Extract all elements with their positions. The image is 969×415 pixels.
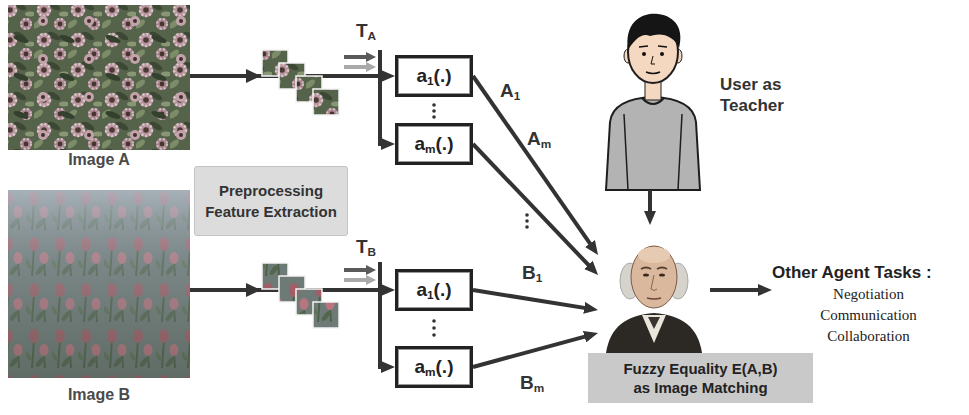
function-box: a1(.) [395, 269, 473, 311]
image-panel: Image B [8, 190, 190, 405]
user-figure [606, 14, 700, 190]
function-box: am(.) [395, 346, 473, 388]
connector-arrow [473, 290, 592, 309]
image-caption: Image A [68, 150, 130, 170]
patches-b [262, 263, 339, 328]
function-label: a1(.) [416, 65, 451, 87]
edge-label: Bm [520, 372, 544, 394]
task-text: Collaboration [772, 326, 965, 347]
matching-agent: Fuzzy Equality E(A,B) as Image Matching [598, 225, 710, 353]
connector-arrow [648, 190, 652, 219]
edge-label: A1 [500, 80, 520, 102]
connector-arrow [473, 144, 594, 271]
function-box: a1(.) [395, 55, 473, 97]
function-label: am(.) [415, 133, 454, 155]
connector-arrow [710, 288, 766, 292]
teacher-figure: User as Teacher [598, 2, 815, 190]
connector-arrow [473, 335, 592, 367]
function-label: am(.) [415, 356, 454, 378]
photo-a [8, 5, 190, 150]
branch-brackets [378, 50, 382, 369]
transform-label: TB [356, 236, 376, 258]
process-label: Preprocessing Feature Extraction [199, 180, 343, 222]
function-label: a1(.) [416, 279, 451, 301]
teacher-label: User as Teacher [720, 74, 812, 116]
image-panel: Image A [8, 5, 190, 170]
photo-b [8, 190, 190, 378]
function-box: am(.) [395, 123, 473, 165]
process-box: Preprocessing Feature Extraction [194, 166, 348, 236]
task-text: Communication [772, 305, 965, 326]
matching-label: Fuzzy Equality E(A,B) as Image Matching [616, 359, 785, 397]
task-text: Negotiation [772, 284, 965, 305]
transform-label: TA [356, 20, 376, 42]
task-list: Other Agent Tasks :NegotiationCommunicat… [772, 262, 965, 347]
patches-a [262, 50, 339, 115]
portrait-figure [606, 246, 702, 353]
task-text: Other Agent Tasks : [772, 262, 965, 284]
matching-label-box: Fuzzy Equality E(A,B) as Image Matching [588, 353, 813, 403]
image-caption: Image B [68, 385, 130, 405]
edge-label: B1 [522, 262, 542, 284]
edge-label: Am [527, 128, 551, 150]
